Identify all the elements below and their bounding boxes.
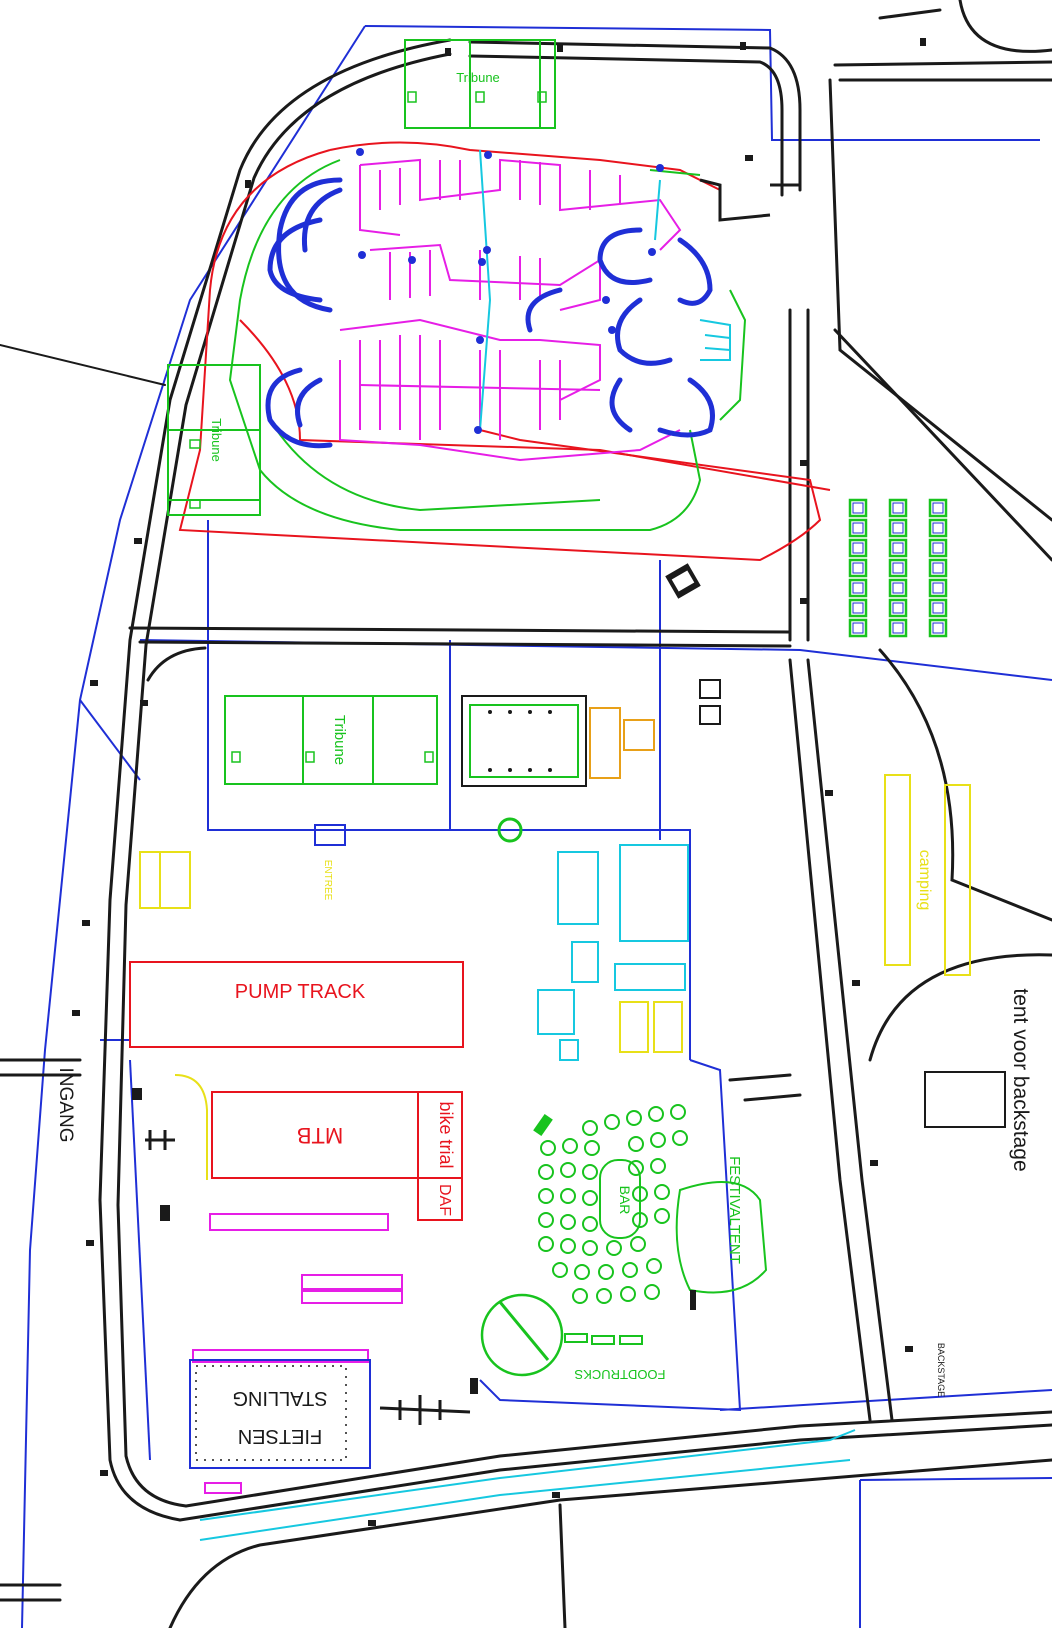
tribune-top-label: Tribune [456, 70, 500, 85]
foodtrucks: FOODTRUCKS [480, 1293, 666, 1382]
mtb-label: MTB [297, 1123, 343, 1148]
bar-label: BAR [617, 1186, 633, 1215]
green-marker [533, 1113, 553, 1137]
cyan-path [199, 1429, 856, 1541]
tribune-mid: Tribune [224, 695, 438, 785]
entree-label: ENTREE [322, 860, 333, 901]
central-building-dots [488, 710, 552, 772]
track-outline-red [178, 141, 831, 562]
tribune-top: Tribune [404, 39, 556, 129]
stalling-label: STALLING [232, 1387, 327, 1409]
track-markers [356, 148, 664, 434]
track-magenta-sections [339, 158, 682, 462]
tribune-left-label: Tribune [209, 418, 224, 462]
ingang-label: INGANG [55, 1068, 76, 1143]
bar: BAR [599, 1159, 641, 1239]
tent-grid-inner [852, 502, 944, 634]
mtb-area: MTB bike trial DAF [211, 1091, 463, 1221]
backstage-tent [924, 1071, 1006, 1128]
pump-track: PUMP TRACK [129, 961, 464, 1048]
tent-grid [848, 498, 948, 638]
road-markers [72, 38, 926, 1526]
pump-track-label: PUMP TRACK [235, 981, 366, 1003]
tribune-mid-label: Tribune [331, 715, 348, 765]
festivaltent: FESTIVALTENT [675, 1156, 768, 1294]
festivaltent-label: FESTIVALTENT [726, 1156, 743, 1264]
camping-zones [139, 774, 971, 1053]
pylon [145, 1130, 471, 1425]
festival-seating [538, 1104, 688, 1304]
central-building [461, 679, 721, 787]
tribune-left: Tribune [167, 364, 261, 516]
kassa-marker [497, 817, 523, 843]
fietsen-label: FIETSEN [238, 1425, 322, 1447]
yellow-lane [174, 1074, 208, 1180]
magenta-booths [192, 1213, 403, 1494]
camping-label: camping [916, 850, 933, 910]
bike-parking: FIETSEN STALLING [189, 1359, 371, 1469]
track-cyan-gates [479, 149, 731, 431]
start-gate [699, 178, 800, 222]
service-booths [537, 844, 689, 1061]
entree-area: ENTREE [314, 824, 346, 901]
bike-trial-label: bike trial [436, 1101, 456, 1168]
daf-label: DAF [436, 1184, 453, 1216]
track-blue-berms [265, 177, 715, 449]
foodtrucks-label: FOODTRUCKS [574, 1367, 665, 1382]
track-outline-green [228, 159, 747, 531]
site-boundary [21, 25, 1052, 1628]
generator [665, 563, 701, 599]
backstage-label: BACKSTAGE [936, 1343, 946, 1397]
tent-backstage-label: tent voor backstage [1009, 988, 1032, 1171]
